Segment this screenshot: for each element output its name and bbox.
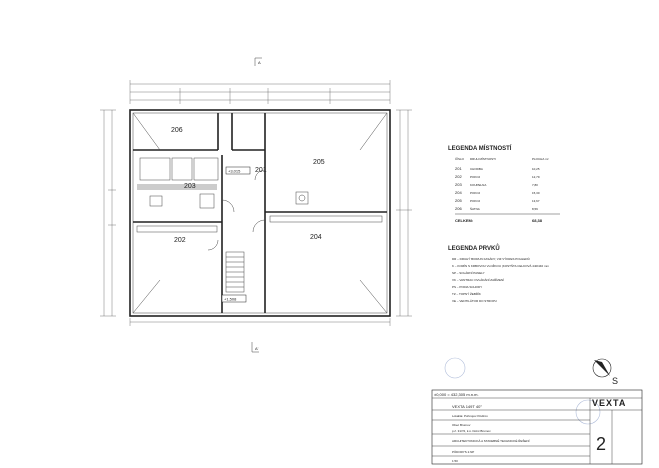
room-number-204: 204 [310,234,322,241]
legend-elements-title: LEGENDA PRVKŮ [448,244,500,252]
legend-room-no: 204 [455,190,462,195]
legend-room-no: 201 [455,166,462,171]
legend-room-name: POKOJ [470,191,481,195]
legend-rooms-title: LEGENDA MÍSTNOSTÍ [448,144,512,152]
legend-room-no: 202 [455,174,462,179]
legend-element-item: DR – DRUHÝ BIORUN FASÁDY, VIZ VÝKRES POH… [452,256,530,261]
location: Lokalita: Pohnojov Křešťov [452,414,488,418]
legend-room-no: 203 [455,182,462,187]
drawing-description: ARCHITEKTONICKÁ A STAVEBNĚ TECHNICKÉ ŘEŠ… [452,438,530,443]
room-number-203: 203 [184,183,196,190]
elevation-reference: ±0,000 = 432,305 m.n.m. [434,392,479,397]
room-number-205: 205 [313,159,325,166]
brand-logo: VEXTA [592,398,626,408]
drawing-name: PŮDORYS 2.NP [452,449,474,454]
room-number-201: 201 [255,167,267,174]
title-block [431,389,643,465]
legend-element-item: VE – VENTILÁTOR DO STROPU [452,299,497,303]
legend-room-area: 7,80 [532,183,538,187]
legend-room-area: 15,30 [532,191,540,195]
level-tag-upper: +3,015 [228,169,241,174]
legend-total-value: 68,38 [532,218,543,223]
drawing-scale: 1:50 [452,459,458,463]
investor: Obec Brumov [452,423,471,427]
legend-room-no: 205 [455,198,462,203]
legend-element-item: PS – PODIA SCHODY [452,285,482,289]
legend-element-item: VK – VANTRAC OVLÁDÁNÍ ZAŘÍZENÍ [452,277,504,282]
legend-total-label: CELKEM: [455,218,473,223]
legend-room-no: 206 [455,206,462,211]
room-number-202: 202 [174,237,186,244]
north-label: S [612,376,618,386]
legend-header-no: ČÍSLO [455,156,465,161]
legend-room-area: 12,79 [532,175,540,179]
legend-room-area: 13,67 [532,199,540,203]
legend-element-item: SP – SOLÁRNÍ PANELY [452,271,485,275]
legend-room-area: 8,59 [532,207,538,211]
room-number-206: 206 [171,127,183,134]
section-mark-top: A [258,60,261,65]
legend-element-item: TZ – TOPNÝ ŽEBŘÍK [452,291,481,296]
drawing-number: 2 [596,434,606,454]
section-mark-bottom: A' [255,346,259,351]
level-tag-lower: +1,508 [224,297,237,302]
legend-room-name: CHODBA [470,167,483,171]
legend-header-area: PLOCHA m² [532,157,549,161]
legend-room-name: KOUPELNA [470,183,486,187]
legend-header-name: DRUH MÍSTNOSTI [470,157,496,161]
legend-room-name: POKOJ [470,175,481,179]
legend-room-name: ŠATNA [470,206,480,211]
legend-room-name: POKOJ [470,199,481,203]
north-arrow-icon [592,358,612,378]
legend-room-area: 10,25 [532,167,540,171]
project-name: VEXTA 149T 40° [452,404,482,409]
legend-element-item: K – KOMÍN S KRBOVOU VLOŽKOU (KOSTŠTA CEL… [452,263,549,268]
parcel: p.č. 317/2, k.ú. Dolní Brumov [452,429,491,433]
